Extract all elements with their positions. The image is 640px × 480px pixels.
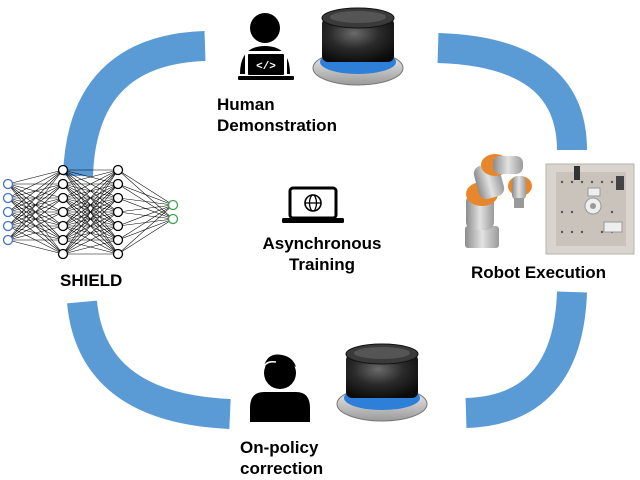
nn-edge xyxy=(7,225,64,241)
nn-edge xyxy=(7,169,64,199)
nn-node xyxy=(57,220,69,232)
nn-edge xyxy=(117,204,174,255)
nn-node xyxy=(112,234,124,246)
nn-edge xyxy=(62,239,119,255)
nn-node xyxy=(167,199,179,211)
nn-edge xyxy=(7,211,64,241)
nn-node xyxy=(2,234,14,246)
nn-edge xyxy=(62,169,119,185)
nn-node xyxy=(112,192,124,204)
spacemouse-icon xyxy=(312,7,404,86)
robot-execution-label: Robot Execution xyxy=(471,263,607,282)
on-policy-correction-label: On-policy correction xyxy=(240,437,323,479)
nn-edge xyxy=(62,197,119,255)
nn-node xyxy=(2,206,14,218)
nn-edge xyxy=(117,183,174,206)
human-demonstration-label: Human Demonstration xyxy=(217,94,337,136)
robot-arm-icon xyxy=(465,154,532,248)
nn-node xyxy=(167,213,179,225)
shield-label: SHIELD xyxy=(60,271,123,290)
nn-node xyxy=(112,178,124,190)
nn-node xyxy=(2,178,14,190)
arc-top-right xyxy=(437,33,587,151)
asynchronous-training-label: Asynchronous Training xyxy=(243,233,401,275)
nn-node xyxy=(57,192,69,204)
nn-edge xyxy=(62,211,119,255)
human-demonstration-line2: Demonstration xyxy=(217,116,337,135)
nn-node xyxy=(57,178,69,190)
nn-edge xyxy=(117,204,174,213)
nn-node xyxy=(57,248,69,260)
on-policy-correction-line2: correction xyxy=(240,459,324,478)
nn-edge xyxy=(7,169,64,241)
nn-node xyxy=(112,206,124,218)
nn-edge xyxy=(7,197,64,241)
arc-top-left xyxy=(63,31,206,177)
nn-node xyxy=(112,248,124,260)
human-demonstration-line1: Human xyxy=(217,95,275,114)
nn-edge xyxy=(62,169,119,227)
person-icon xyxy=(250,354,310,422)
nn-edge xyxy=(7,183,64,241)
nn-edge xyxy=(62,169,119,199)
asynchronous-training-line1: Asynchronous xyxy=(262,234,382,253)
nn-node xyxy=(57,234,69,246)
nn-edge xyxy=(62,183,119,255)
nn-edge xyxy=(7,169,64,227)
asynchronous-training-line2: Training xyxy=(288,255,356,274)
person-laptop-icon: </> xyxy=(238,13,294,80)
nn-edge xyxy=(117,204,174,241)
nn-node xyxy=(112,220,124,232)
nn-edge xyxy=(117,218,174,255)
nn-node xyxy=(112,164,124,176)
nn-edge xyxy=(117,204,174,227)
nn-node xyxy=(57,164,69,176)
spacemouse-icon xyxy=(336,343,428,422)
arc-bottom-right xyxy=(465,291,587,428)
nn-edge xyxy=(7,239,64,255)
nn-edge xyxy=(62,169,119,241)
neural-network-nodes xyxy=(2,164,179,260)
neural-network-icon xyxy=(2,164,179,260)
laptop-globe-icon xyxy=(282,186,344,223)
cycle-arcs xyxy=(63,31,587,429)
nn-edge xyxy=(7,169,64,185)
nn-edge xyxy=(62,225,119,255)
nn-edge xyxy=(7,169,64,213)
on-policy-correction-line1: On-policy xyxy=(240,438,319,457)
nn-edge xyxy=(117,197,174,206)
nn-edge xyxy=(62,169,119,213)
neural-network-edges xyxy=(7,169,174,255)
nn-edge xyxy=(117,169,174,206)
nn-node xyxy=(57,206,69,218)
nn-node xyxy=(2,192,14,204)
svg-text:</>: </> xyxy=(256,61,276,73)
nn-node xyxy=(2,220,14,232)
nn-edge xyxy=(62,169,119,255)
arc-bottom-left xyxy=(67,300,231,429)
workspace-box-icon xyxy=(545,163,635,255)
